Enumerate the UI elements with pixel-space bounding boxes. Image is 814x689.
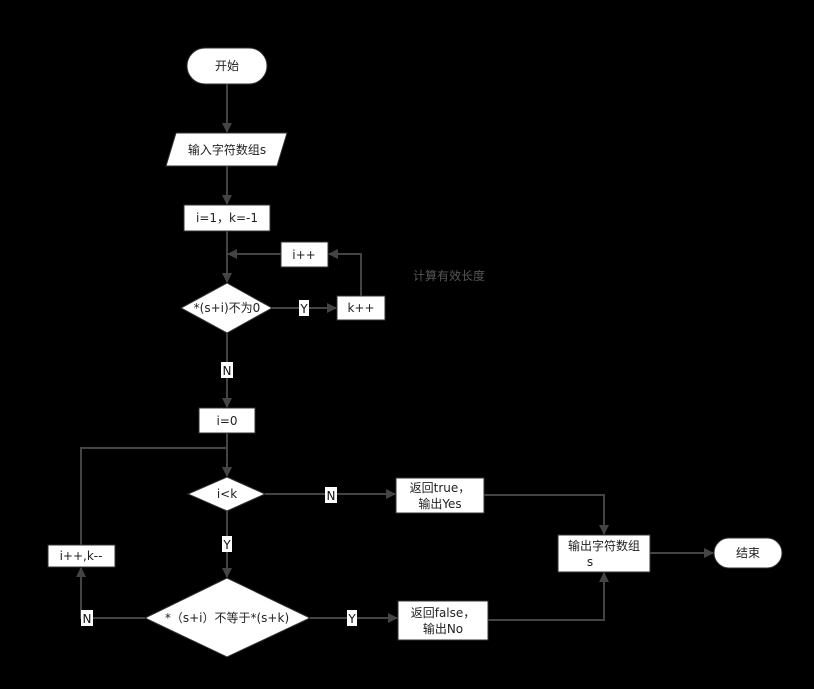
annotation-text: 计算有效长度 — [413, 268, 485, 283]
ret-false-line1: 返回false， — [411, 606, 476, 620]
label-neq-no: N — [83, 612, 92, 626]
input-label: 输入字符数组s — [188, 142, 266, 157]
ret-false-node: 返回false， 输出No — [397, 600, 489, 641]
cond-nonzero-label: *(s+i)不为0 — [194, 301, 261, 315]
label-nonzero-yes: Y — [299, 302, 308, 316]
output-line2: s — [587, 555, 593, 569]
inc-i-node: i++ — [280, 241, 329, 268]
init1-node: i=1，k=-1 — [183, 204, 271, 232]
cond-neq-node: *（s+i）不等于*(s+k) — [143, 577, 312, 658]
ret-true-node: 返回true， 输出Yes — [395, 477, 485, 514]
cond-nonzero-node: *(s+i)不为0 — [179, 282, 274, 334]
output-line1: 输出字符数组 — [568, 538, 640, 553]
end-label: 结束 — [736, 546, 760, 560]
cond-ilk-label: i<k — [217, 487, 237, 501]
cond-neq-label: *（s+i）不等于*(s+k) — [165, 611, 289, 625]
inc-k-node: k++ — [336, 295, 386, 321]
start-node: 开始 — [186, 47, 268, 85]
edge-inc-k-to-inc-i — [328, 249, 362, 296]
edge-false-output — [488, 572, 609, 621]
input-node: 输入字符数组s — [165, 132, 288, 167]
edge-true-output — [484, 494, 609, 535]
step-node: i++,k-- — [47, 544, 116, 568]
init1-label: i=1，k=-1 — [196, 211, 258, 225]
start-label: 开始 — [215, 59, 239, 73]
init2-node: i=0 — [198, 407, 256, 434]
ret-true-line2: 输出Yes — [418, 496, 461, 511]
label-ilk-yes: Y — [222, 538, 231, 552]
edge-loop-back — [80, 447, 232, 545]
edge-labels: Y N N Y N Y — [81, 300, 357, 626]
cond-ilk-node: i<k — [186, 476, 267, 512]
init2-label: i=0 — [216, 414, 237, 428]
label-nonzero-no: N — [223, 364, 232, 378]
inc-i-label: i++ — [292, 248, 315, 262]
ret-false-line2: 输出No — [423, 621, 463, 636]
output-node: 输出字符数组 s — [557, 534, 651, 573]
step-label: i++,k-- — [60, 549, 103, 563]
ret-true-line1: 返回true， — [410, 481, 471, 495]
end-node: 结束 — [713, 537, 783, 569]
inc-k-label: k++ — [347, 301, 374, 315]
label-ilk-no: N — [327, 489, 336, 503]
label-neq-yes: Y — [347, 612, 356, 626]
